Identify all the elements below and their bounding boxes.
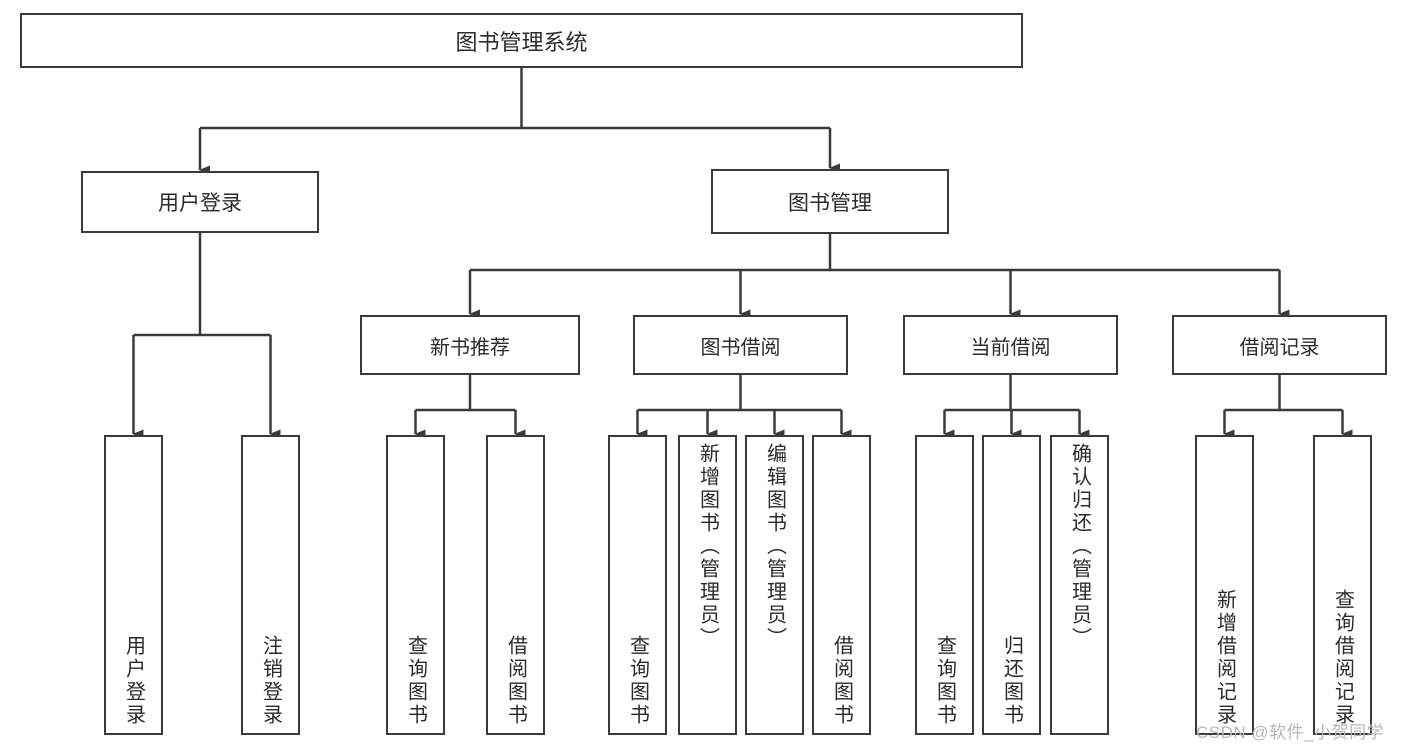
node-leaf-query-3[interactable]: 查询图书 (915, 435, 974, 735)
node-label: 借阅记录 (1239, 336, 1320, 359)
node-leaf-query-1[interactable]: 查询图书 (386, 435, 445, 735)
node-label: 编辑图书（管理员） (763, 443, 786, 650)
node-user-login[interactable]: 用户登录 (81, 171, 319, 233)
node-label: 用户登录 (158, 192, 242, 215)
node-label: 用户登录 (122, 635, 145, 727)
node-leaf-add-book[interactable]: 新增图书（管理员） (678, 435, 737, 735)
node-new-book-rec[interactable]: 新书推荐 (360, 315, 580, 375)
node-leaf-query-2[interactable]: 查询图书 (608, 435, 667, 735)
node-label: 图书借阅 (700, 336, 781, 359)
node-leaf-borrow-2[interactable]: 借阅图书 (812, 435, 871, 735)
node-book-borrow[interactable]: 图书借阅 (633, 315, 848, 375)
node-borrow-record[interactable]: 借阅记录 (1172, 315, 1387, 375)
node-label: 借阅图书 (504, 635, 527, 727)
node-leaf-confirm[interactable]: 确认归还（管理员） (1050, 435, 1109, 735)
node-leaf-return[interactable]: 归还图书 (982, 435, 1041, 735)
node-label: 新增借阅记录 (1213, 589, 1236, 727)
node-label: 归还图书 (1000, 635, 1023, 727)
node-label: 注销登录 (259, 635, 282, 727)
node-leaf-logout[interactable]: 注销登录 (241, 435, 300, 735)
node-root[interactable]: 图书管理系统 (20, 13, 1023, 68)
node-leaf-add-rec[interactable]: 新增借阅记录 (1195, 435, 1254, 735)
node-label: 查询图书 (404, 635, 427, 727)
node-label: 确认归还（管理员） (1068, 443, 1091, 650)
node-label: 借阅图书 (830, 635, 853, 727)
node-leaf-query-rec[interactable]: 查询借阅记录 (1313, 435, 1372, 735)
node-book-manage[interactable]: 图书管理 (711, 169, 949, 234)
node-label: 查询图书 (626, 635, 649, 727)
node-label: 新书推荐 (430, 336, 510, 359)
node-current-borrow[interactable]: 当前借阅 (903, 315, 1118, 375)
node-leaf-borrow-1[interactable]: 借阅图书 (486, 435, 545, 735)
node-label: 查询借阅记录 (1331, 589, 1354, 727)
node-label: 当前借阅 (970, 336, 1051, 359)
edge-group (132, 68, 1353, 439)
node-label: 图书管理系统 (455, 29, 588, 55)
node-label: 查询图书 (933, 635, 956, 727)
node-label: 新增图书（管理员） (696, 443, 719, 650)
node-leaf-user-login[interactable]: 用户登录 (104, 435, 163, 735)
node-label: 图书管理 (788, 191, 872, 215)
watermark-label: CSDN @软件_小贺同学 (1196, 723, 1385, 742)
node-leaf-edit-book[interactable]: 编辑图书（管理员） (745, 435, 804, 735)
